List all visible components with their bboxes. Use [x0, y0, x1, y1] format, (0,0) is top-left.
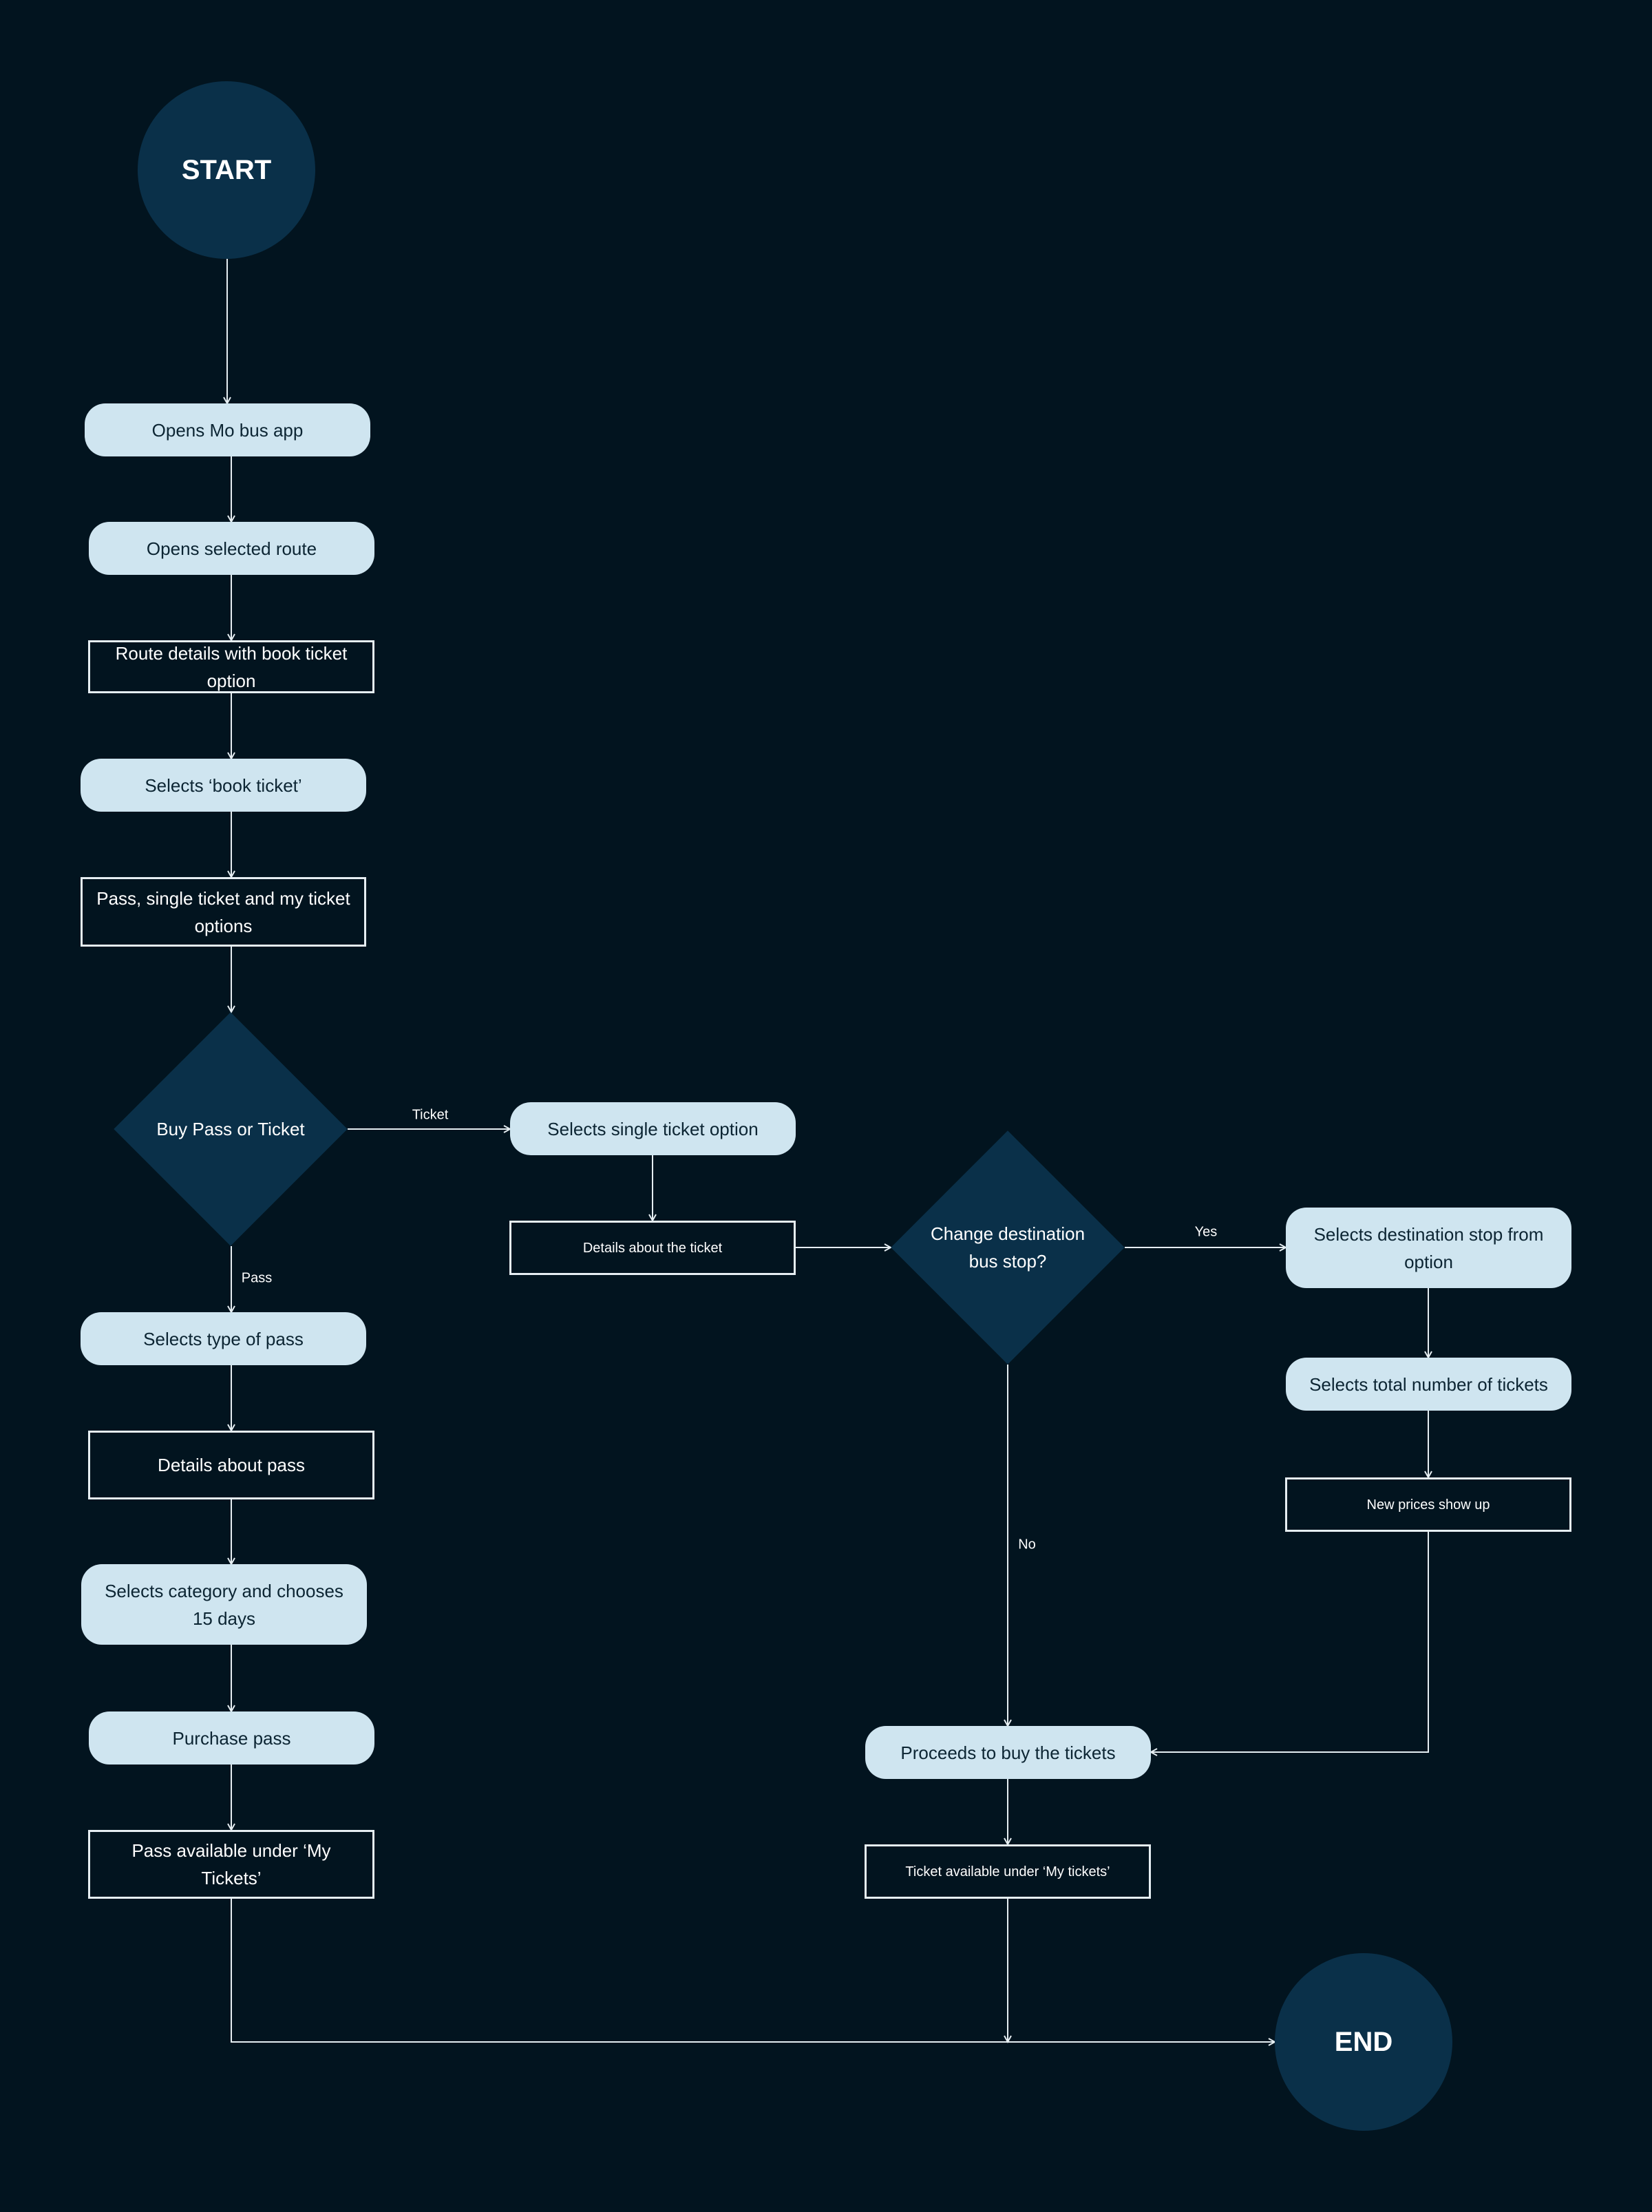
purchase-pass-node: Purchase pass [89, 1711, 374, 1765]
change-destination-decision: Change destination bus stop? [891, 1130, 1125, 1365]
edge-opens-route-to-route-details [227, 575, 235, 642]
edge-label-pass: Pass [241, 1270, 273, 1286]
edge-label-no: No [1018, 1537, 1036, 1552]
selects-single-ticket-node: Selects single ticket option [510, 1102, 796, 1155]
selects-category-node: Selects category and chooses 15 days [81, 1564, 367, 1645]
edge-pass-details-to-category [227, 1499, 235, 1566]
edge-ticket-available-to-end [1004, 1899, 1012, 2044]
edge-ticket-details-to-change-decision [796, 1243, 893, 1252]
edge-decision-ticket [348, 1125, 512, 1133]
edge-pass-type-to-pass-details [227, 1365, 235, 1433]
arrowhead [1149, 1748, 1158, 1756]
edge-label-yes: Yes [1194, 1224, 1218, 1240]
edge-opens-app-to-opens-route [227, 456, 235, 524]
ticket-available-node: Ticket available under ‘My tickets’ [865, 1844, 1151, 1899]
end-node: END [1275, 1953, 1452, 2131]
arrowhead [227, 1005, 235, 1014]
pass-available-node: Pass available under ‘My Tickets’ [88, 1830, 374, 1899]
new-prices-node: New prices show up [1285, 1477, 1571, 1532]
decision-label: Change destination bus stop? [930, 1223, 1086, 1272]
edge-change-decision-no [1004, 1365, 1012, 1728]
edge-new-prices-to-proceeds [1149, 1532, 1429, 1756]
selects-pass-type-node: Selects type of pass [81, 1312, 366, 1365]
edge-selects-book-to-pass-options [227, 812, 235, 879]
decision-label: Buy Pass or Ticket [156, 1119, 305, 1139]
edge-pass-available-to-end [231, 1899, 1277, 2046]
edge-proceeds-to-ticket-available [1004, 1779, 1012, 1846]
edge-route-details-to-selects-book [227, 693, 235, 761]
ticket-details-node: Details about the ticket [509, 1221, 796, 1275]
selects-destination-node: Selects destination stop from option [1286, 1208, 1571, 1288]
route-details-node: Route details with book ticket option [88, 640, 374, 693]
edge-total-to-new-prices [1424, 1411, 1432, 1479]
edge-purchase-to-pass-available [227, 1765, 235, 1832]
proceeds-node: Proceeds to buy the tickets [865, 1726, 1151, 1779]
selects-book-ticket-node: Selects ‘book ticket’ [81, 759, 366, 812]
edge-label-ticket: Ticket [412, 1107, 449, 1123]
start-node: START [138, 81, 315, 259]
edge-change-decision-yes [1125, 1243, 1288, 1252]
opens-app-node: Opens Mo bus app [85, 403, 370, 456]
pass-options-node: Pass, single ticket and my ticket option… [81, 877, 366, 947]
edge-decision-pass [227, 1246, 235, 1314]
connector-line [1151, 1532, 1429, 1753]
edge-dest-to-total [1424, 1288, 1432, 1360]
edge-single-to-ticket-details [648, 1155, 657, 1223]
opens-route-node: Opens selected route [89, 522, 374, 575]
edge-pass-options-to-decision [227, 947, 235, 1014]
pass-details-node: Details about pass [88, 1431, 374, 1499]
edge-category-to-purchase [227, 1645, 235, 1714]
selects-total-tickets-node: Selects total number of tickets [1286, 1358, 1571, 1411]
arrowhead [884, 1243, 893, 1252]
edge-start-to-opens-app [223, 259, 231, 405]
arrowhead [1004, 2035, 1012, 2044]
connector-line [231, 1899, 1275, 2043]
buy-pass-or-ticket-decision: Buy Pass or Ticket [114, 1012, 348, 1246]
